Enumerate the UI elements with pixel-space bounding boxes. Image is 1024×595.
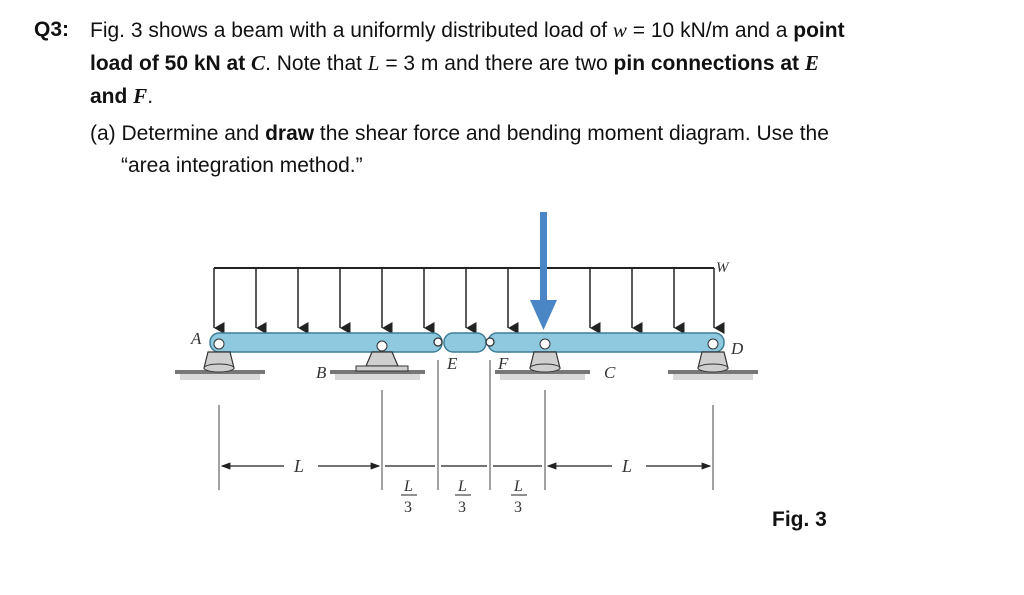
q-point: point	[793, 19, 845, 42]
q-load: load of 50 kN at	[90, 52, 252, 75]
q-text-4: = 3 m and there are two	[379, 52, 614, 75]
support-B	[355, 340, 409, 372]
a-draw: draw	[265, 122, 315, 145]
svg-text:L: L	[457, 478, 467, 495]
svg-text:3: 3	[404, 499, 412, 516]
dim-L-left: L	[293, 456, 304, 476]
support-D	[697, 338, 729, 373]
label-A: A	[190, 329, 202, 348]
label-B: B	[316, 363, 327, 382]
question-text: Q3: Fig. 3 shows a beam with a uniformly…	[34, 14, 994, 113]
q-L: L	[367, 51, 380, 75]
label-C: C	[604, 363, 616, 382]
dim-L-right: L	[621, 456, 632, 476]
label-F: F	[497, 354, 509, 373]
a-text-1: (a) Determine and	[90, 122, 266, 145]
q-text-1: Fig. 3 shows a beam with a uniformly dis…	[90, 19, 613, 42]
q-E: E	[804, 51, 819, 75]
a-text-2: the shear force and bending moment diagr…	[314, 122, 829, 145]
label-E: E	[446, 354, 458, 373]
beam-segment-FD	[487, 332, 725, 353]
distributed-load	[213, 267, 725, 334]
figure-caption: Fig. 3	[772, 508, 827, 531]
label-D: D	[730, 339, 744, 358]
beam-segment-EF	[443, 332, 487, 353]
q-F: F	[133, 84, 148, 108]
dim-L3-2: L 3	[455, 478, 471, 516]
svg-text:3: 3	[458, 499, 466, 516]
q-w: w	[612, 18, 627, 42]
pin-F	[485, 337, 495, 347]
question-label: Q3:	[34, 18, 70, 41]
ground	[175, 370, 758, 380]
q-and: and	[90, 85, 134, 108]
beam-segment-AE	[209, 332, 443, 353]
dim-L3-1: L 3	[401, 478, 417, 516]
pin-E	[433, 337, 443, 347]
q-text-2: = 10 kN/m and a	[626, 19, 794, 42]
support-A	[203, 338, 235, 373]
q-text-5: .	[147, 85, 154, 108]
svg-text:L: L	[403, 478, 413, 495]
svg-text:L: L	[513, 478, 523, 495]
q-pin: pin connections at	[613, 52, 805, 75]
part-a-text: (a) Determine and draw the shear force a…	[90, 118, 970, 182]
dim-L3-3: L 3	[511, 478, 527, 516]
extension-lines	[218, 360, 714, 490]
a-text-3: “area integration method.”	[121, 154, 363, 177]
q-text-3: . Note that	[265, 52, 368, 75]
svg-text:3: 3	[514, 499, 522, 516]
support-C	[529, 338, 561, 373]
q-C: C	[251, 51, 266, 75]
label-w: W	[716, 260, 730, 276]
point-load-arrow	[530, 212, 557, 330]
